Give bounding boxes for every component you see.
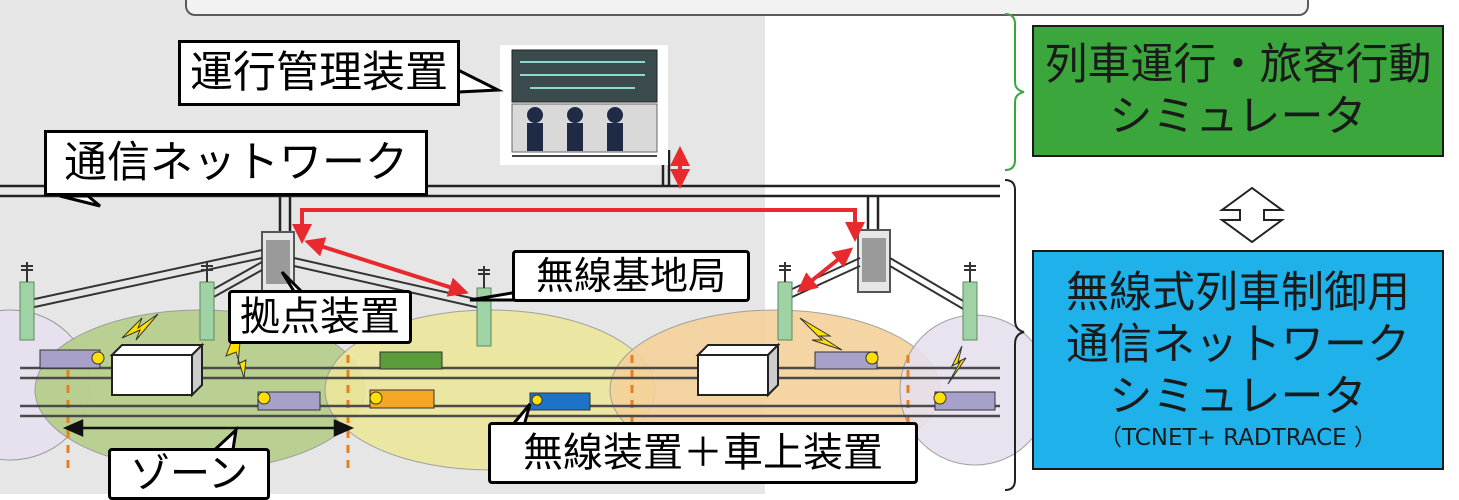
hub-cables — [29, 249, 971, 314]
base-station-3 — [476, 266, 492, 347]
building-left — [109, 342, 205, 398]
wireless-sim-line2: 通信ネットワーク — [1066, 320, 1410, 370]
label-base-station: 無線基地局 — [512, 250, 750, 302]
red-links — [292, 146, 865, 297]
lightning-icon — [947, 345, 967, 385]
lightning-icon — [225, 339, 247, 379]
train-orange — [369, 389, 435, 409]
bracket-black — [1004, 179, 1025, 491]
trains — [39, 349, 996, 411]
hub-device-right — [857, 229, 891, 293]
bracket-green — [1004, 13, 1025, 171]
train-lilac-2 — [257, 391, 321, 411]
train-green — [379, 351, 443, 370]
lightning-icons — [121, 313, 967, 385]
double-arrow-icon — [1218, 186, 1286, 244]
train-passenger-simulator: 列車運行・旅客行動 シミュレータ — [1032, 25, 1444, 157]
wireless-sim-line3: シミュレータ — [1109, 372, 1367, 422]
wireless-network-simulator: 無線式列車制御用 通信ネットワーク シミュレータ （TCNET+ RADTRAC… — [1032, 250, 1444, 470]
control-room-illustration — [500, 45, 668, 165]
base-station-5 — [962, 262, 978, 341]
train-passenger-sim-line2: シミュレータ — [1109, 92, 1367, 142]
building-right — [695, 342, 781, 398]
train-lilac-1 — [39, 349, 105, 369]
label-zone: ゾーン — [108, 448, 270, 500]
lightning-icon — [121, 313, 159, 341]
label-wireless-onboard: 無線装置＋車上装置 — [488, 422, 918, 484]
wireless-sim-line1: 無線式列車制御用 — [1066, 268, 1410, 318]
wireless-sim-line4: （TCNET+ RADTRACE ） — [1099, 425, 1377, 451]
zone-extent-arrow — [62, 419, 355, 437]
train-blue — [529, 392, 591, 411]
label-hub-device: 拠点装置 — [228, 290, 412, 344]
train-lilac-4 — [933, 391, 996, 411]
base-station-towers — [19, 262, 978, 347]
base-station-4 — [777, 262, 793, 341]
label-operation-control: 運行管理装置 — [178, 40, 460, 106]
top-banner-edge — [185, 0, 1309, 16]
train-lilac-3 — [814, 351, 879, 370]
label-comm-network: 通信ネットワーク — [44, 130, 428, 196]
lightning-icon — [799, 317, 843, 351]
base-station-2 — [199, 262, 215, 341]
base-station-1 — [19, 262, 35, 341]
train-passenger-sim-line1: 列車運行・旅客行動 — [1044, 40, 1432, 90]
